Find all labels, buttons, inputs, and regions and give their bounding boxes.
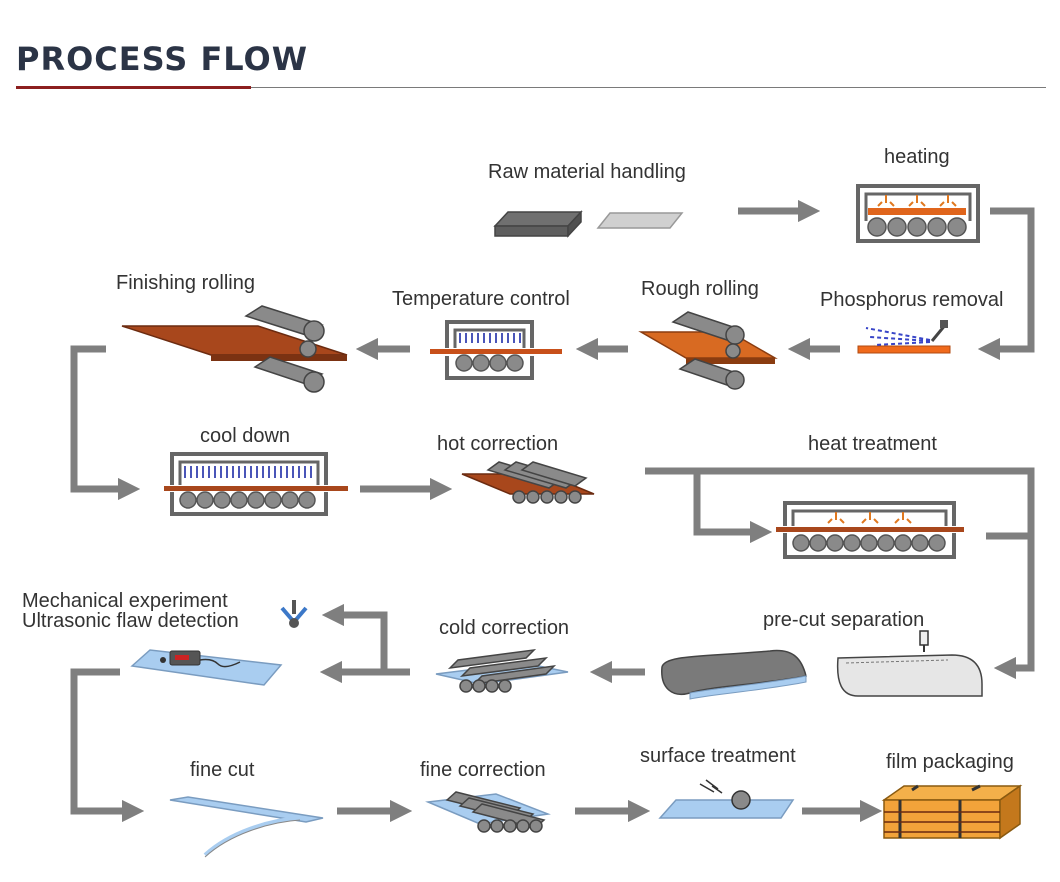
ultrasonic-probe-illustration: [280, 600, 308, 628]
flow-arrows: [70, 199, 1035, 823]
finishing-rolling-illustration: [121, 305, 348, 393]
inspection-illustration: [130, 649, 283, 686]
heating-furnace-illustration: [856, 184, 980, 243]
raw-material-illustration: [493, 210, 684, 238]
label-raw-material: Raw material handling: [488, 161, 686, 183]
label-hot-correction: hot correction: [437, 433, 559, 455]
label-heat-treatment: heat treatment: [808, 433, 937, 455]
label-film-packaging: film packaging: [886, 751, 1014, 773]
label-fine-cut: fine cut: [190, 759, 255, 781]
page-title: PROCESS FLOW: [16, 40, 309, 78]
arrow-heat-treatment-branch-in: [693, 471, 773, 544]
label-heating: heating: [884, 146, 950, 168]
hot-correction-illustration: [461, 461, 595, 504]
fine-cut-illustration: [169, 796, 324, 858]
arrow-hot-correction-to-heat-treatment: [645, 467, 1035, 680]
fine-correction-illustration: [425, 791, 551, 833]
film-packaging-illustration: [881, 784, 1023, 840]
arrow-finishing-to-cooldown: [70, 345, 141, 501]
label-temperature-control: Temperature control: [392, 288, 570, 310]
phosphorus-removal-illustration: [857, 320, 951, 354]
label-surface-treatment: surface treatment: [640, 745, 796, 767]
label-cold-correction: cold correction: [439, 617, 570, 639]
label-finishing-rolling: Finishing rolling: [116, 272, 255, 294]
label-fine-correction: fine correction: [420, 759, 546, 781]
arrow-inspection-branch: [321, 603, 388, 672]
cool-down-illustration: [164, 452, 348, 516]
rolled-plate-illustration: [661, 649, 807, 700]
label-mechanical-experiment: Mechanical experiment: [22, 590, 228, 612]
arrow-heating-to-phosphorus: [977, 207, 1035, 361]
rough-rolling-illustration: [638, 311, 778, 390]
cold-correction-illustration: [435, 648, 569, 693]
title-accent-bar: [16, 86, 251, 89]
label-ultrasonic-flaw-detection: Ultrasonic flaw detection: [22, 610, 239, 632]
heat-treatment-furnace-illustration: [776, 501, 964, 559]
label-phosphorus-removal: Phosphorus removal: [820, 289, 1004, 311]
label-pre-cut-separation: pre-cut separation: [763, 609, 925, 631]
arrow-inspection-to-fine-cut: [70, 668, 145, 823]
label-cool-down: cool down: [200, 425, 291, 447]
title-divider: [16, 87, 1046, 88]
surface-treatment-illustration: [658, 779, 795, 819]
pre-cut-separation-illustration: [836, 630, 983, 697]
temperature-control-illustration: [430, 320, 562, 380]
label-rough-rolling: Rough rolling: [641, 278, 759, 300]
